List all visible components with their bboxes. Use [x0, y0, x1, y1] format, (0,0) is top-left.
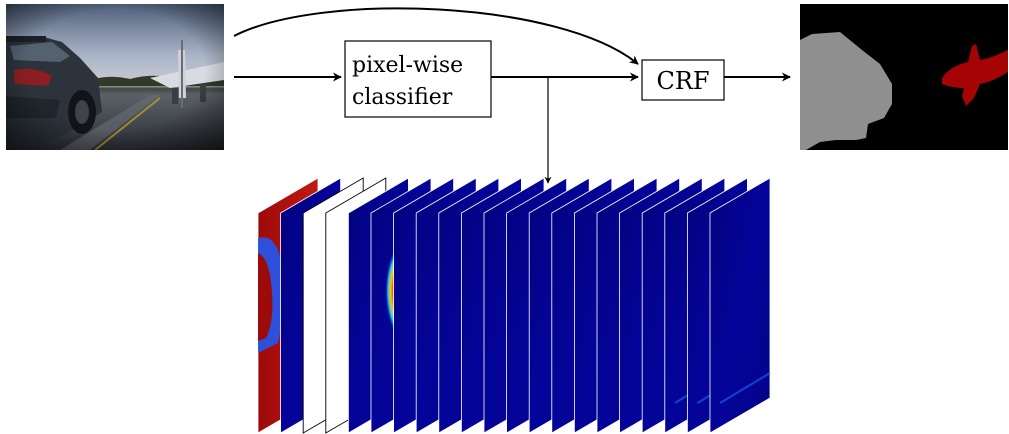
score-map-21 [709, 177, 771, 434]
arrow-image-to-crf [233, 7, 639, 65]
airplane-segment [942, 44, 1008, 106]
car-segment [800, 32, 892, 150]
crf-box: CRF [641, 59, 725, 101]
pixel-wise-classifier-box: pixel-wise classifier [344, 40, 492, 118]
arrows [233, 7, 791, 184]
output-segmentation [800, 4, 1008, 150]
classifier-label-line1: pixel-wise [352, 53, 463, 78]
crf-label: CRF [656, 67, 709, 95]
input-photo [6, 4, 224, 150]
classifier-label-line2: classifier [352, 85, 453, 110]
score-map-stack [257, 177, 771, 434]
